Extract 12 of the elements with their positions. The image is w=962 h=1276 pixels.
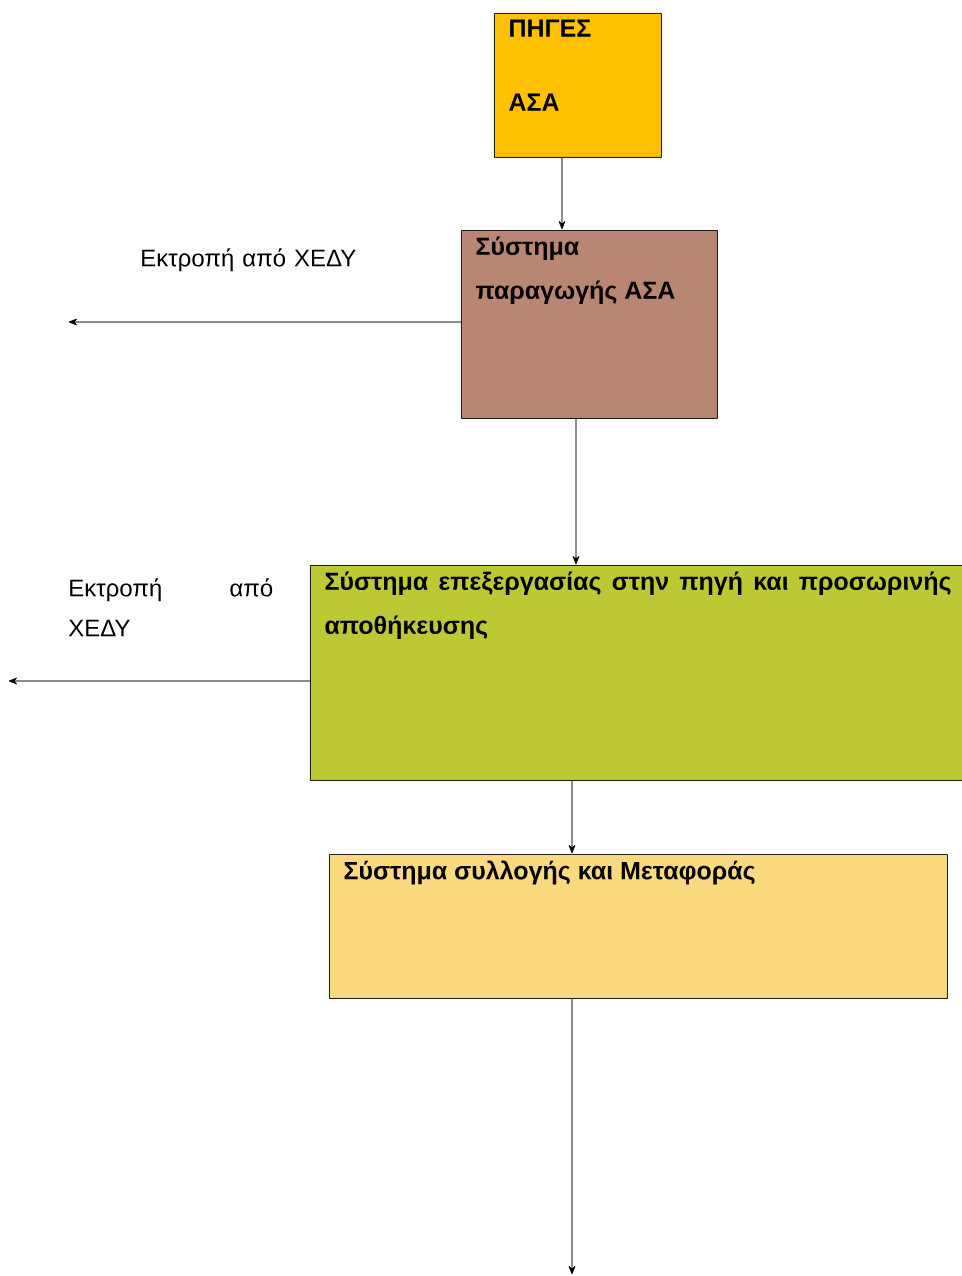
edge-label: Εκτροπή από ΧΕΔΥ — [68, 578, 273, 637]
process-box: ΠΗΓΕΣ ΑΣΑ — [494, 13, 662, 158]
edge-label: Εκτροπή από ΧΕΔΥ — [142, 248, 356, 272]
process-box: Σύστημα επεξεργασίας στην πηγή και προσωρινής αποθήκευσης — [310, 565, 962, 781]
arrow — [568, 998, 576, 1275]
arrow — [572, 418, 580, 565]
arrow — [68, 318, 462, 326]
process-box: Σύστημα συλλογής και Μεταφοράς — [329, 854, 948, 999]
process-box: Σύστημα παραγωγής ΑΣΑ — [461, 230, 718, 419]
arrow — [558, 157, 566, 230]
arrow — [568, 780, 576, 854]
arrow — [8, 677, 311, 685]
